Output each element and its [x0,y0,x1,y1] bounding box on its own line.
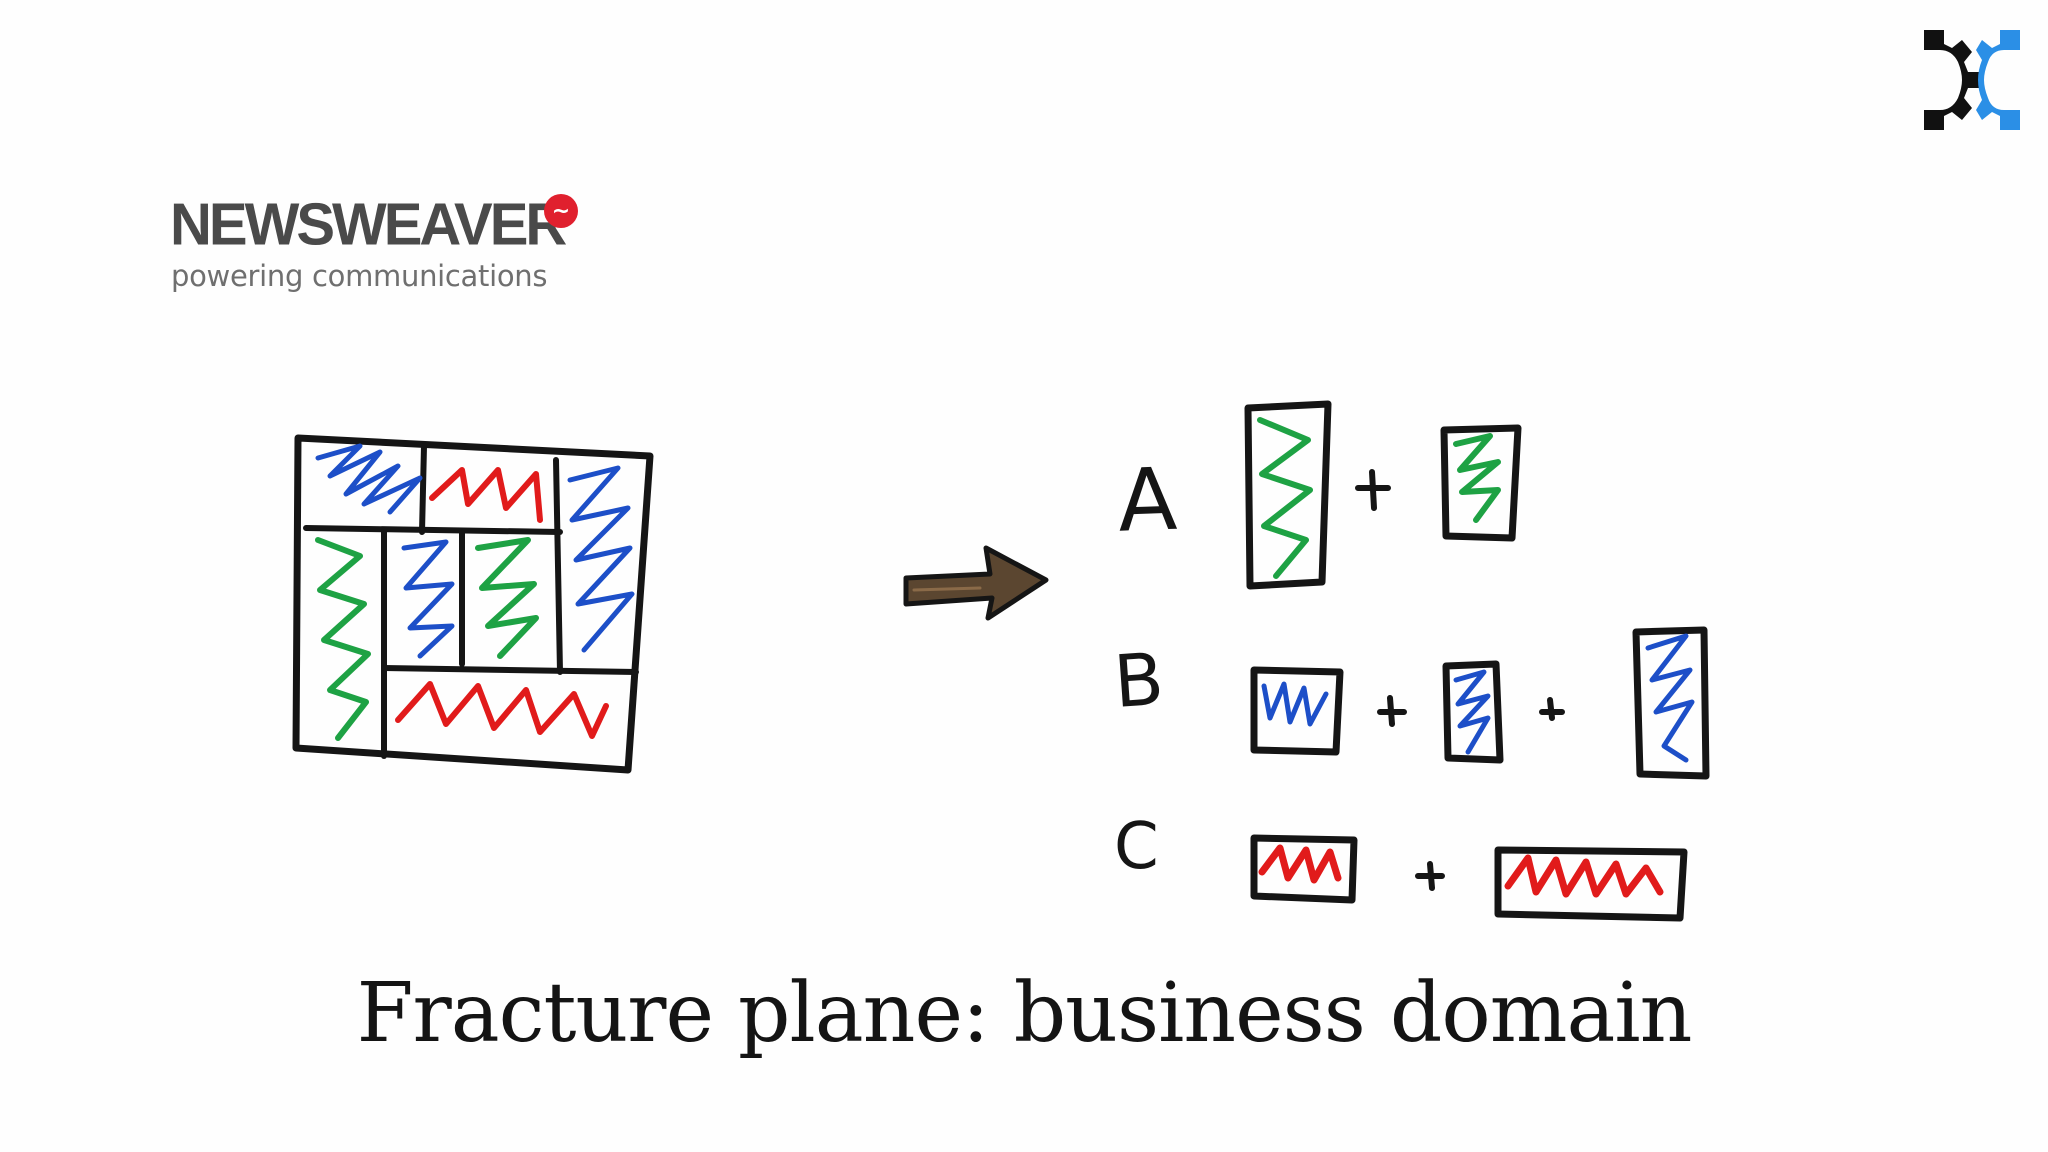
newsweaver-wordmark: NEWSWEAVER [170,191,567,258]
group-label-a: A [1116,450,1178,552]
plus-icon [1415,861,1445,891]
newsweaver-tagline: powering communications [171,259,548,293]
plus-icon [1539,697,1565,721]
group-label-b: B [1111,637,1166,724]
monolith-grid [292,434,654,774]
monolith-red-bottom [395,681,609,739]
transform-arrow-icon [903,545,1049,621]
team-topologies-logo [1924,30,2020,130]
plus-icon [1377,695,1407,727]
blue-gear-half [1976,30,2020,130]
group-a-boxes [1244,400,1522,590]
monolith-blue-middle [401,539,455,659]
group-c-boxes [1250,834,1688,922]
monolith-green-middle [475,537,539,659]
newsweaver-badge-icon: ~ [544,194,578,228]
monolith-green-left [315,537,371,741]
black-gear-half [1924,30,1980,130]
group-label-c: C [1114,810,1159,884]
plus-icon [1355,469,1391,511]
monolith-blue-top-left [315,443,423,515]
group-b-boxes [1250,626,1710,780]
slide-caption: Fracture plane: business domain [356,966,1693,1061]
monolith-blue-right [567,465,635,653]
monolith-red-top [429,467,543,523]
